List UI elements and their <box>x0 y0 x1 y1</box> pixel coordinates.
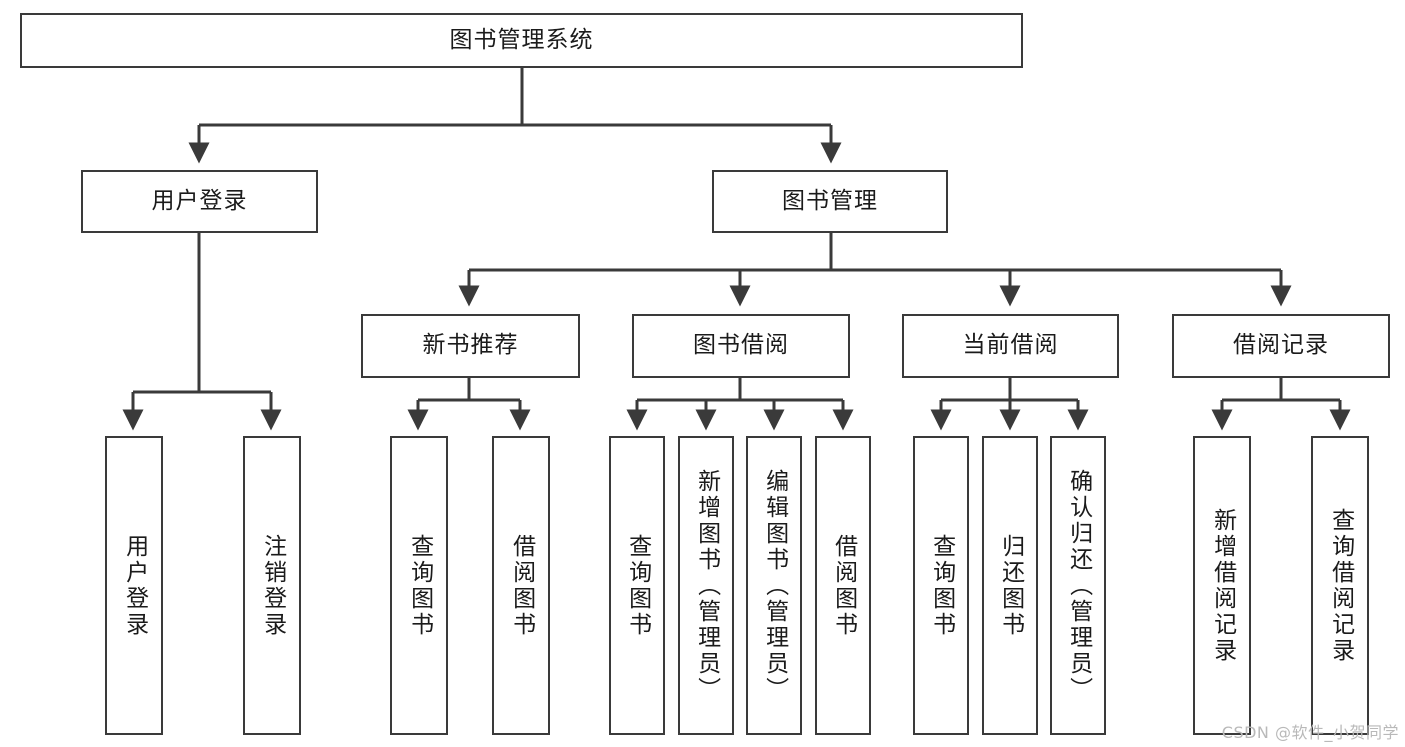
leaf-confirm-return[interactable]: 确认归还（管理员） <box>1050 436 1106 735</box>
node-user-login[interactable]: 用户登录 <box>81 170 318 233</box>
leaf-user-logout-label: 注销登录 <box>259 533 286 638</box>
leaf-confirm-return-label: 确认归还（管理员） <box>1065 468 1092 703</box>
node-book-manage-label: 图书管理 <box>782 187 878 214</box>
leaf-borrow-book-borrow-label: 借阅图书 <box>830 533 857 638</box>
node-root-system[interactable]: 图书管理系统 <box>20 13 1023 68</box>
node-current-borrow[interactable]: 当前借阅 <box>902 314 1119 378</box>
leaf-query-book-borrow[interactable]: 查询图书 <box>609 436 665 735</box>
leaf-query-book-current-label: 查询图书 <box>928 533 955 638</box>
leaf-query-book-recommend-label: 查询图书 <box>406 533 433 638</box>
leaf-user-logout[interactable]: 注销登录 <box>243 436 301 735</box>
node-book-borrow[interactable]: 图书借阅 <box>632 314 850 378</box>
node-book-manage[interactable]: 图书管理 <box>712 170 948 233</box>
leaf-edit-book-label: 编辑图书（管理员） <box>761 468 788 703</box>
leaf-return-book[interactable]: 归还图书 <box>982 436 1038 735</box>
node-borrow-record[interactable]: 借阅记录 <box>1172 314 1390 378</box>
leaf-user-login[interactable]: 用户登录 <box>105 436 163 735</box>
leaf-borrow-book-recommend[interactable]: 借阅图书 <box>492 436 550 735</box>
leaf-user-login-label: 用户登录 <box>121 533 148 638</box>
leaf-add-borrow-record-label: 新增借阅记录 <box>1209 507 1236 664</box>
node-root-label: 图书管理系统 <box>449 26 594 53</box>
leaf-query-book-current[interactable]: 查询图书 <box>913 436 969 735</box>
leaf-add-borrow-record[interactable]: 新增借阅记录 <box>1193 436 1251 735</box>
node-current-borrow-label: 当前借阅 <box>962 332 1059 359</box>
leaf-return-book-label: 归还图书 <box>997 533 1024 638</box>
leaf-query-book-recommend[interactable]: 查询图书 <box>390 436 448 735</box>
node-new-book-recommend[interactable]: 新书推荐 <box>361 314 580 378</box>
node-book-borrow-label: 图书借阅 <box>693 332 789 359</box>
csdn-watermark: CSDN @软件_小贺同学 <box>1221 723 1399 742</box>
node-user-login-label: 用户登录 <box>151 187 248 214</box>
leaf-query-borrow-record-label: 查询借阅记录 <box>1327 507 1354 664</box>
node-borrow-record-label: 借阅记录 <box>1233 332 1329 359</box>
leaf-add-book-label: 新增图书（管理员） <box>693 468 720 703</box>
leaf-borrow-book-recommend-label: 借阅图书 <box>508 533 535 638</box>
node-new-book-recommend-label: 新书推荐 <box>422 332 519 359</box>
leaf-edit-book[interactable]: 编辑图书（管理员） <box>746 436 802 735</box>
leaf-query-borrow-record[interactable]: 查询借阅记录 <box>1311 436 1369 735</box>
leaf-add-book[interactable]: 新增图书（管理员） <box>678 436 734 735</box>
leaf-query-book-borrow-label: 查询图书 <box>624 533 651 638</box>
leaf-borrow-book-borrow[interactable]: 借阅图书 <box>815 436 871 735</box>
